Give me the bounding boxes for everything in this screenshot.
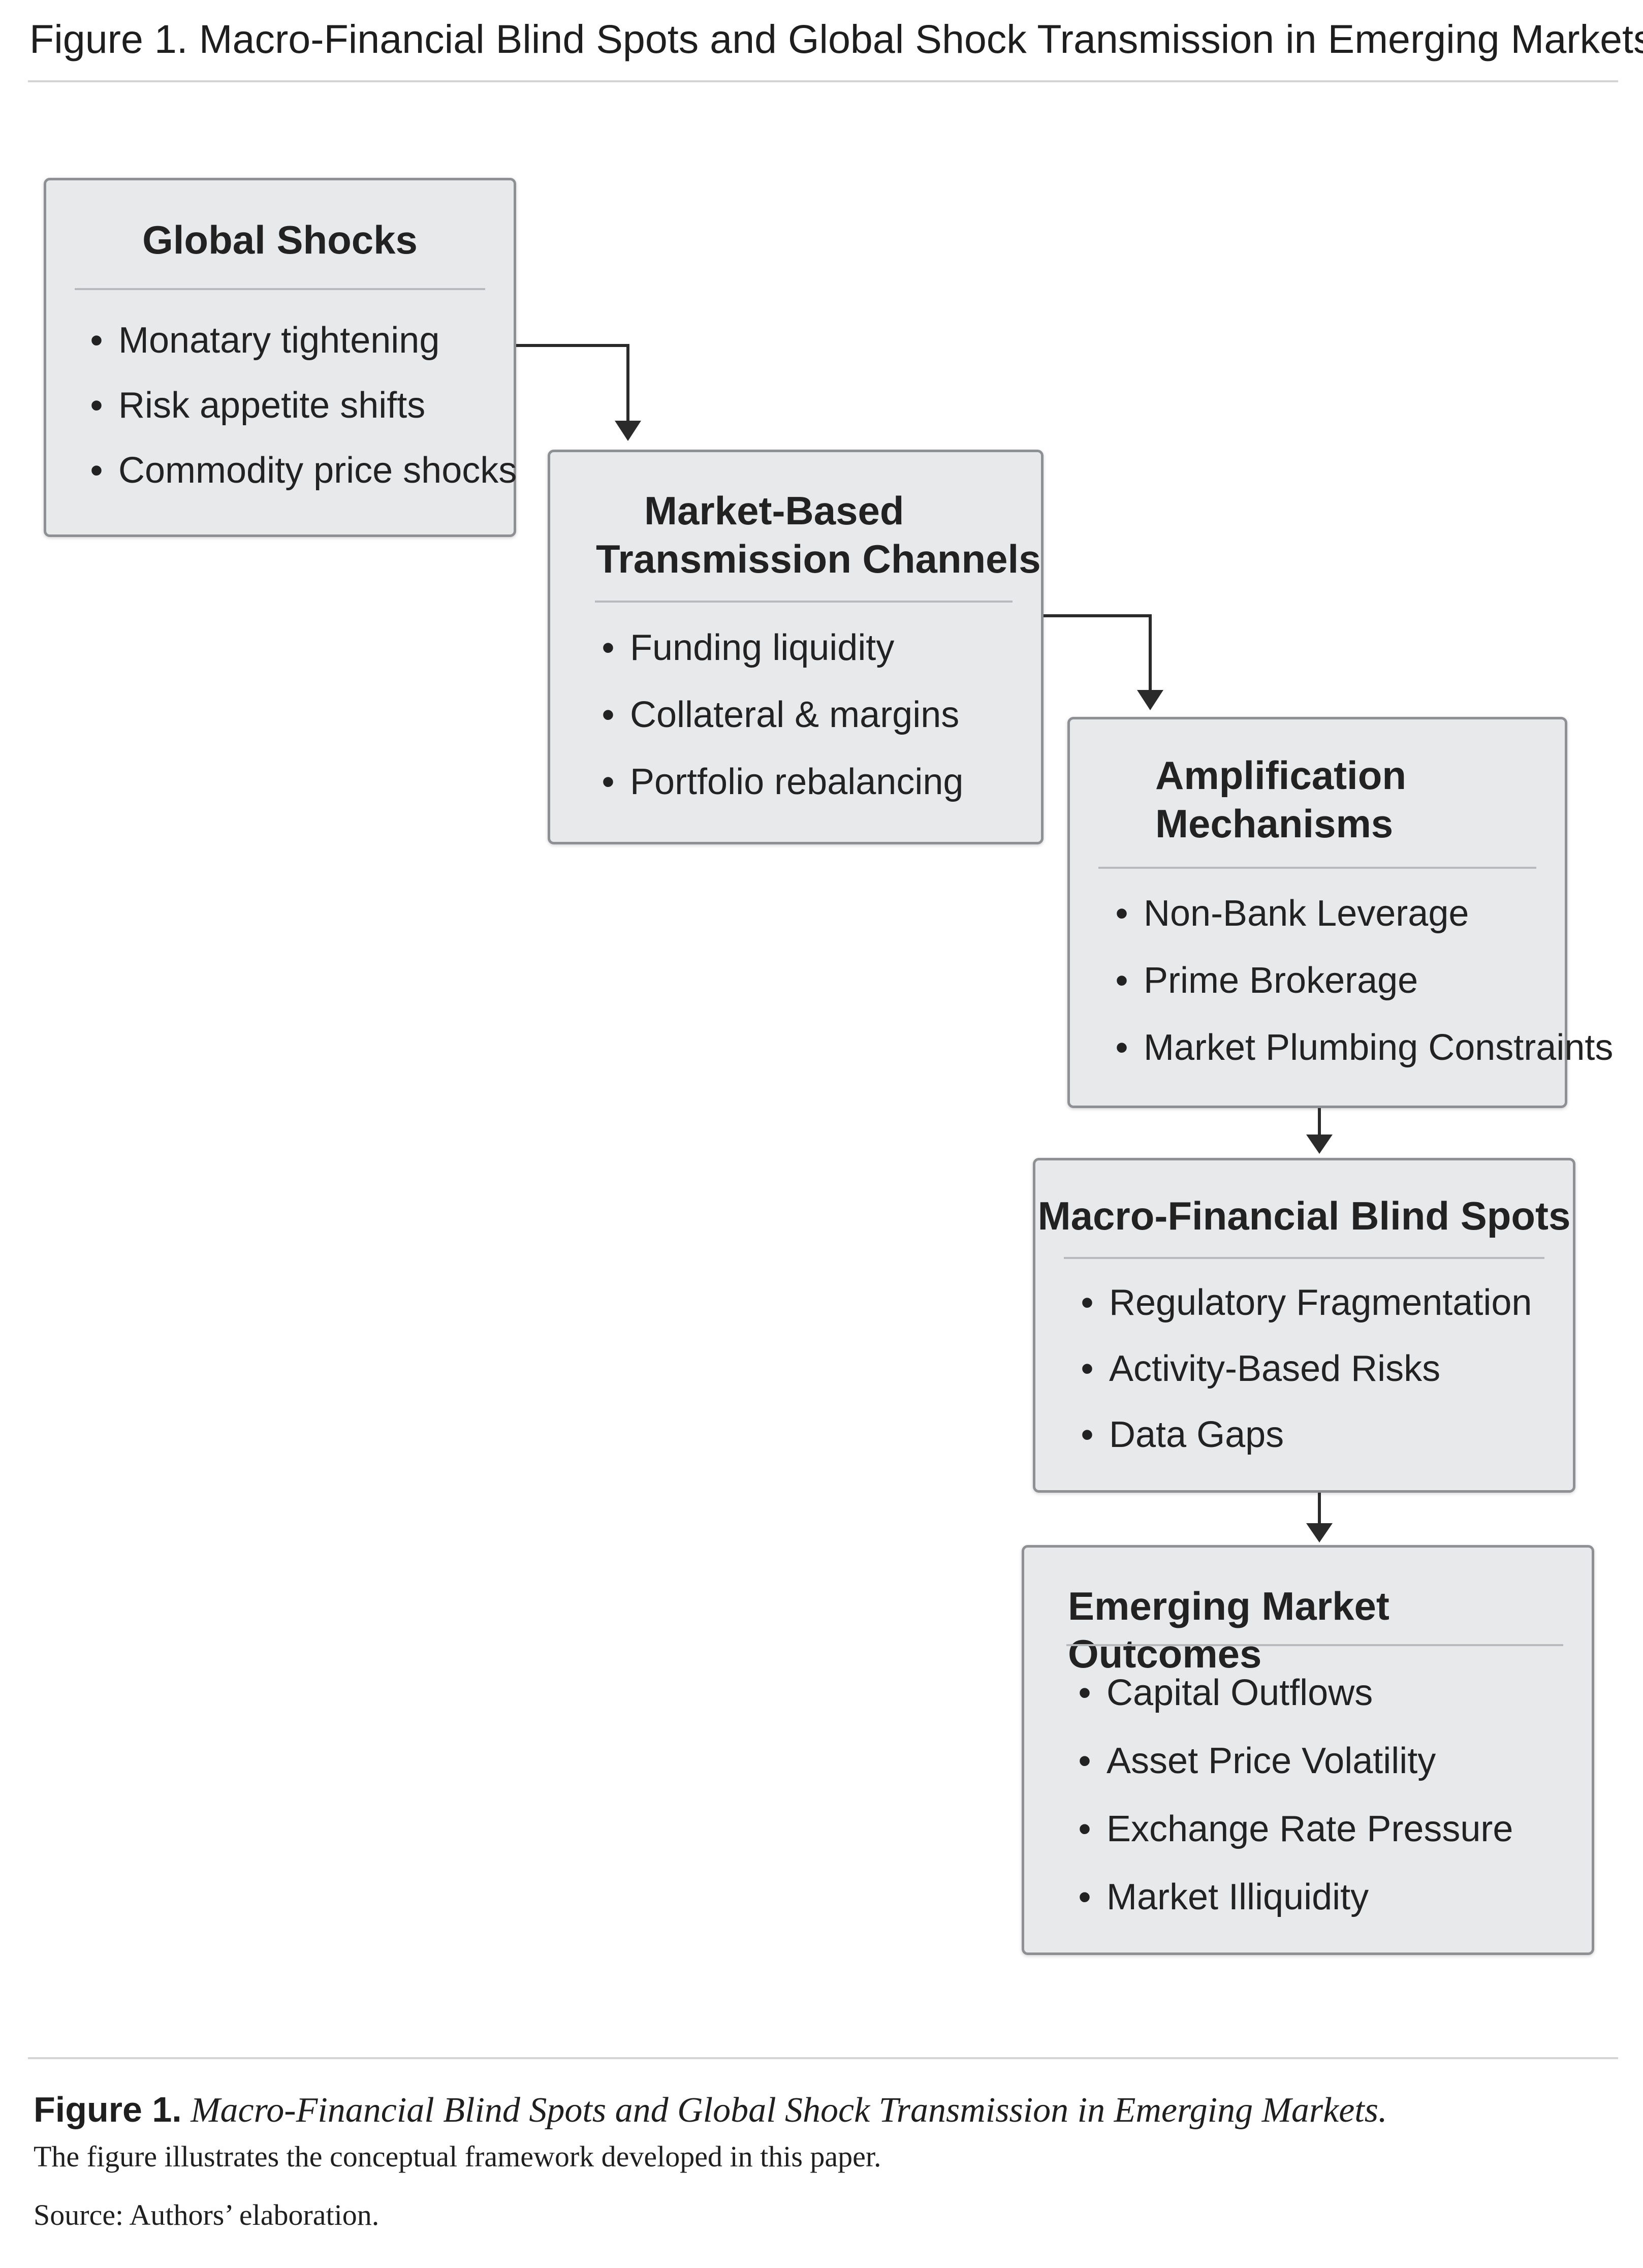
figure-title: Figure 1. Macro-Financial Blind Spots an… <box>29 16 1643 61</box>
item-text: Data Gaps <box>1109 1414 1284 1455</box>
bullet: • <box>602 627 615 668</box>
item-text: Funding liquidity <box>630 627 895 668</box>
box-divider <box>1066 1644 1563 1646</box>
global-shocks-box: Global Shocks • Monatary tightening • Risk… <box>44 178 517 537</box>
figure-caption: Figure 1. Macro-Financial Blind Spots an… <box>34 2083 1608 2231</box>
box-divider <box>595 601 1013 603</box>
bullet: • <box>1078 1809 1091 1849</box>
item-text: Collateral & margins <box>630 695 960 735</box>
item-text: Commodity price shocks <box>118 450 517 491</box>
box-title: Global Shocks <box>142 217 418 262</box>
arrow-head <box>1137 690 1163 710</box>
box-title-line: Transmission Channels <box>596 537 1041 581</box>
amplification-box: Amplification Mechanisms • Non-Bank Lever… <box>1067 717 1613 1108</box>
bullet: • <box>1081 1348 1094 1389</box>
item-text: Non-Bank Leverage <box>1144 893 1469 934</box>
bullet: • <box>1078 1673 1091 1713</box>
item-text: Portfolio rebalancing <box>630 762 964 802</box>
bullet: • <box>1115 1027 1128 1068</box>
item-text: Activity-Based Risks <box>1109 1348 1441 1389</box>
bullet: • <box>1115 893 1128 934</box>
item-text: Regulatory Fragmentation <box>1109 1282 1532 1323</box>
connector-line-shocks-to-channels <box>516 344 629 422</box>
caption-divider <box>28 2057 1618 2059</box>
item-text: Capital Outflows <box>1107 1673 1373 1713</box>
bullet: • <box>1081 1414 1094 1455</box>
arrow-head <box>1306 1135 1333 1154</box>
caption-title: Macro-Financial Blind Spots and Global S… <box>191 2091 1387 2130</box>
outcomes-box: Emerging Market Outcomes • Capital Outflo… <box>1022 1545 1594 1955</box>
box-title-line: Market-Based <box>644 488 904 533</box>
bullet: • <box>1115 960 1128 1001</box>
bullet: • <box>1081 1282 1094 1323</box>
item-text: Risk appetite shifts <box>118 385 426 426</box>
box-title: Macro-Financial Blind Spots <box>1037 1193 1571 1238</box>
bullet: • <box>602 762 615 802</box>
bullet: • <box>1078 1877 1091 1917</box>
item-text: Prime Brokerage <box>1144 960 1418 1001</box>
caption-source: Source: Authors’ elaboration. <box>34 2198 380 2231</box>
bullet: • <box>90 385 103 426</box>
arrow-head <box>615 421 641 441</box>
caption-description: The figure illustrates the conceptual fr… <box>34 2140 881 2173</box>
box-title: Emerging Market Outcomes <box>1068 1584 1389 1676</box>
box-title-line: Amplification <box>1155 753 1407 798</box>
box-divider <box>1098 867 1536 869</box>
item-text: Monatary tightening <box>118 320 440 361</box>
transmission-channels-box: Market-Based Transmission Channels • Fund… <box>548 450 1044 844</box>
item-text: Exchange Rate Pressure <box>1107 1809 1513 1849</box>
item-text: Asset Price Volatility <box>1107 1741 1436 1781</box>
bullet: • <box>1078 1741 1091 1781</box>
item-text: Market Plumbing Constraints <box>1144 1027 1614 1068</box>
arrow-head <box>1306 1523 1333 1542</box>
blind-spots-box: Macro-Financial Blind Spots • Regulatory … <box>1033 1158 1575 1493</box>
box-title-line: Mechanisms <box>1155 801 1394 846</box>
bullet: • <box>602 695 615 735</box>
item-text: Market Illiquidity <box>1107 1877 1369 1917</box>
connector-line-channels-to-amplification <box>1044 614 1152 691</box>
title-divider <box>28 80 1618 82</box>
bullet: • <box>90 450 103 491</box>
caption-label: Figure 1. <box>34 2090 182 2129</box>
bullet: • <box>90 320 103 361</box>
caption-title-line: Figure 1. Macro-Financial Blind Spots an… <box>34 2083 1608 2137</box>
box-divider <box>75 288 485 290</box>
box-divider <box>1064 1257 1544 1259</box>
